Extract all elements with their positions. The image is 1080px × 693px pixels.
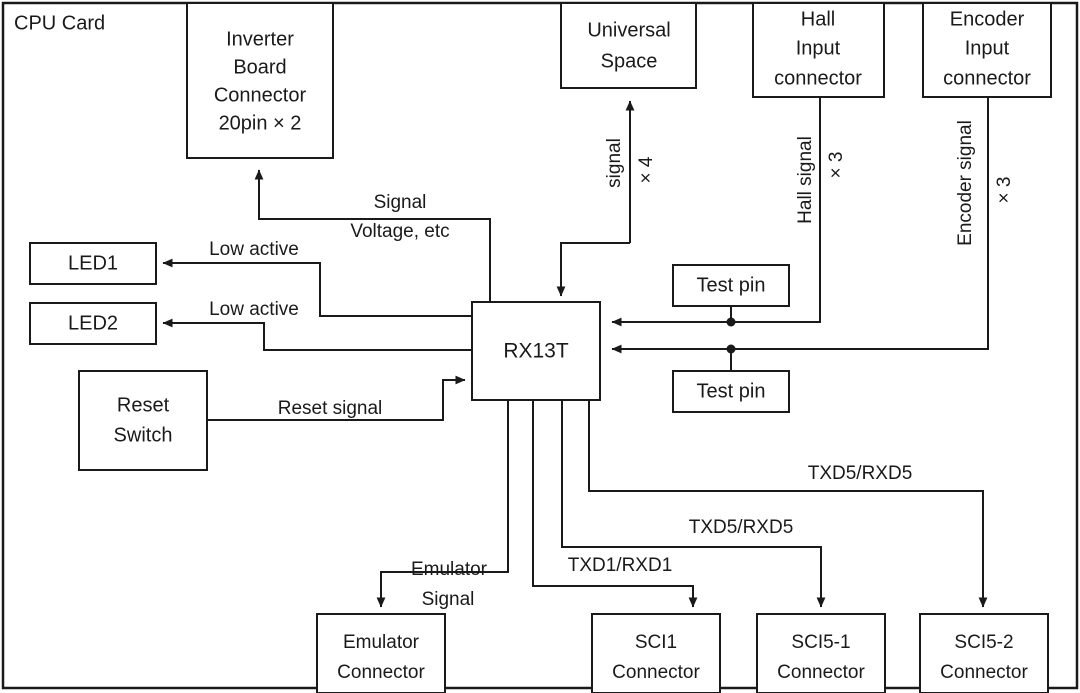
inverter-label-line-2: Board xyxy=(233,56,286,78)
label-led1-low-active: Low active xyxy=(209,239,299,260)
sci5-2-connector-label-line-1: SCI5-2 xyxy=(954,632,1013,653)
label-emulator-signal-line-1: Emulator xyxy=(411,559,488,580)
wire-led1-low-active xyxy=(162,258,472,317)
test-pin-lower-label: Test pin xyxy=(697,380,766,402)
junction-test-pin-lower xyxy=(726,344,736,354)
universal-label-line-2: Space xyxy=(601,50,658,72)
inverter-label-line-3: Connector xyxy=(214,84,307,106)
rx13t-label: RX13T xyxy=(503,340,569,363)
encoder-label-line-2: Input xyxy=(965,37,1010,59)
reset-switch-label-line-2: Switch xyxy=(114,424,173,446)
wire-sci5-1-txd5rxd5 xyxy=(561,400,826,608)
encoder-label-line-3: connector xyxy=(943,67,1031,89)
label-universal-signal-line-1: signal xyxy=(604,138,625,188)
label-emulator-signal-line-2: Signal xyxy=(422,589,475,610)
label-hall-signal-line-1: Hall signal xyxy=(795,136,816,224)
hall-label-line-2: Input xyxy=(796,37,841,59)
block-hall-input-connector[interactable] xyxy=(752,2,885,98)
wire-emulator-signal xyxy=(376,400,509,608)
label-encoder-signal-line-1: Encoder signal xyxy=(955,120,976,246)
block-sci5-2-connector[interactable] xyxy=(919,613,1049,693)
label-led2-low-active: Low active xyxy=(209,299,299,320)
label-sci5-1-txd5rxd5: TXD5/RXD5 xyxy=(689,517,794,538)
label-inverter-signal-line-1: Signal xyxy=(374,192,427,213)
label-encoder-signal-line-2: × 3 xyxy=(994,177,1015,204)
reset-switch-label-line-1: Reset xyxy=(117,394,170,416)
led1-label: LED1 xyxy=(68,252,118,274)
hall-label-line-1: Hall xyxy=(801,8,835,30)
wire-hall-signal xyxy=(611,97,821,327)
encoder-label-line-1: Encoder xyxy=(950,8,1025,30)
block-led1[interactable] xyxy=(29,242,157,285)
sci1-connector-label-line-2: Connector xyxy=(612,662,700,683)
wire-encoder-signal xyxy=(611,97,989,354)
junction-test-pin-upper xyxy=(726,317,736,327)
inverter-label-line-1: Inverter xyxy=(226,28,294,50)
block-led2[interactable] xyxy=(29,302,157,345)
block-sci1-connector[interactable] xyxy=(591,613,721,693)
label-universal-signal-line-2: × 4 xyxy=(636,156,657,183)
label-sci1-txd1rxd1: TXD1/RXD1 xyxy=(568,555,673,576)
emulator-connector-label-line-2: Connector xyxy=(337,662,425,683)
emulator-connector-label-line-1: Emulator xyxy=(343,632,420,653)
wire-sci5-2-txd5rxd5 xyxy=(588,400,988,608)
block-rx13t-mcu[interactable] xyxy=(471,301,601,401)
sci5-1-connector-label-line-1: SCI5-1 xyxy=(791,632,850,653)
block-test-pin-lower[interactable] xyxy=(672,370,790,413)
block-reset-switch[interactable] xyxy=(78,370,208,471)
led2-label: LED2 xyxy=(68,312,118,334)
sci5-1-connector-label-line-2: Connector xyxy=(777,662,865,683)
test-pin-upper-label: Test pin xyxy=(697,274,766,296)
block-universal-space[interactable] xyxy=(560,2,697,89)
hall-label-line-3: connector xyxy=(774,67,862,89)
block-sci5-1-connector[interactable] xyxy=(756,613,886,693)
block-inverter-board-connector[interactable] xyxy=(186,2,334,159)
label-hall-signal-line-2: × 3 xyxy=(826,152,847,179)
sci5-2-connector-label-line-2: Connector xyxy=(940,662,1028,683)
universal-label-line-1: Universal xyxy=(587,19,670,41)
wire-led2-low-active xyxy=(162,318,472,351)
wire-sci1-txd1rxd1 xyxy=(532,400,698,608)
wire-universal-signal-down xyxy=(556,242,630,297)
page-title: CPU Card xyxy=(14,12,105,34)
block-encoder-input-connector[interactable] xyxy=(922,2,1052,98)
inverter-label-line-4: 20pin × 2 xyxy=(219,112,302,134)
label-sci5-2-txd5rxd5: TXD5/RXD5 xyxy=(808,463,913,484)
label-inverter-signal-line-2: Voltage, etc xyxy=(350,221,449,242)
sci1-connector-label-line-1: SCI1 xyxy=(635,632,677,653)
label-reset-signal: Reset signal xyxy=(278,398,383,419)
wire-reset-signal xyxy=(206,375,466,421)
block-emulator-connector[interactable] xyxy=(316,613,446,693)
wire-inverter-signal xyxy=(254,169,491,302)
block-test-pin-upper[interactable] xyxy=(672,264,790,307)
